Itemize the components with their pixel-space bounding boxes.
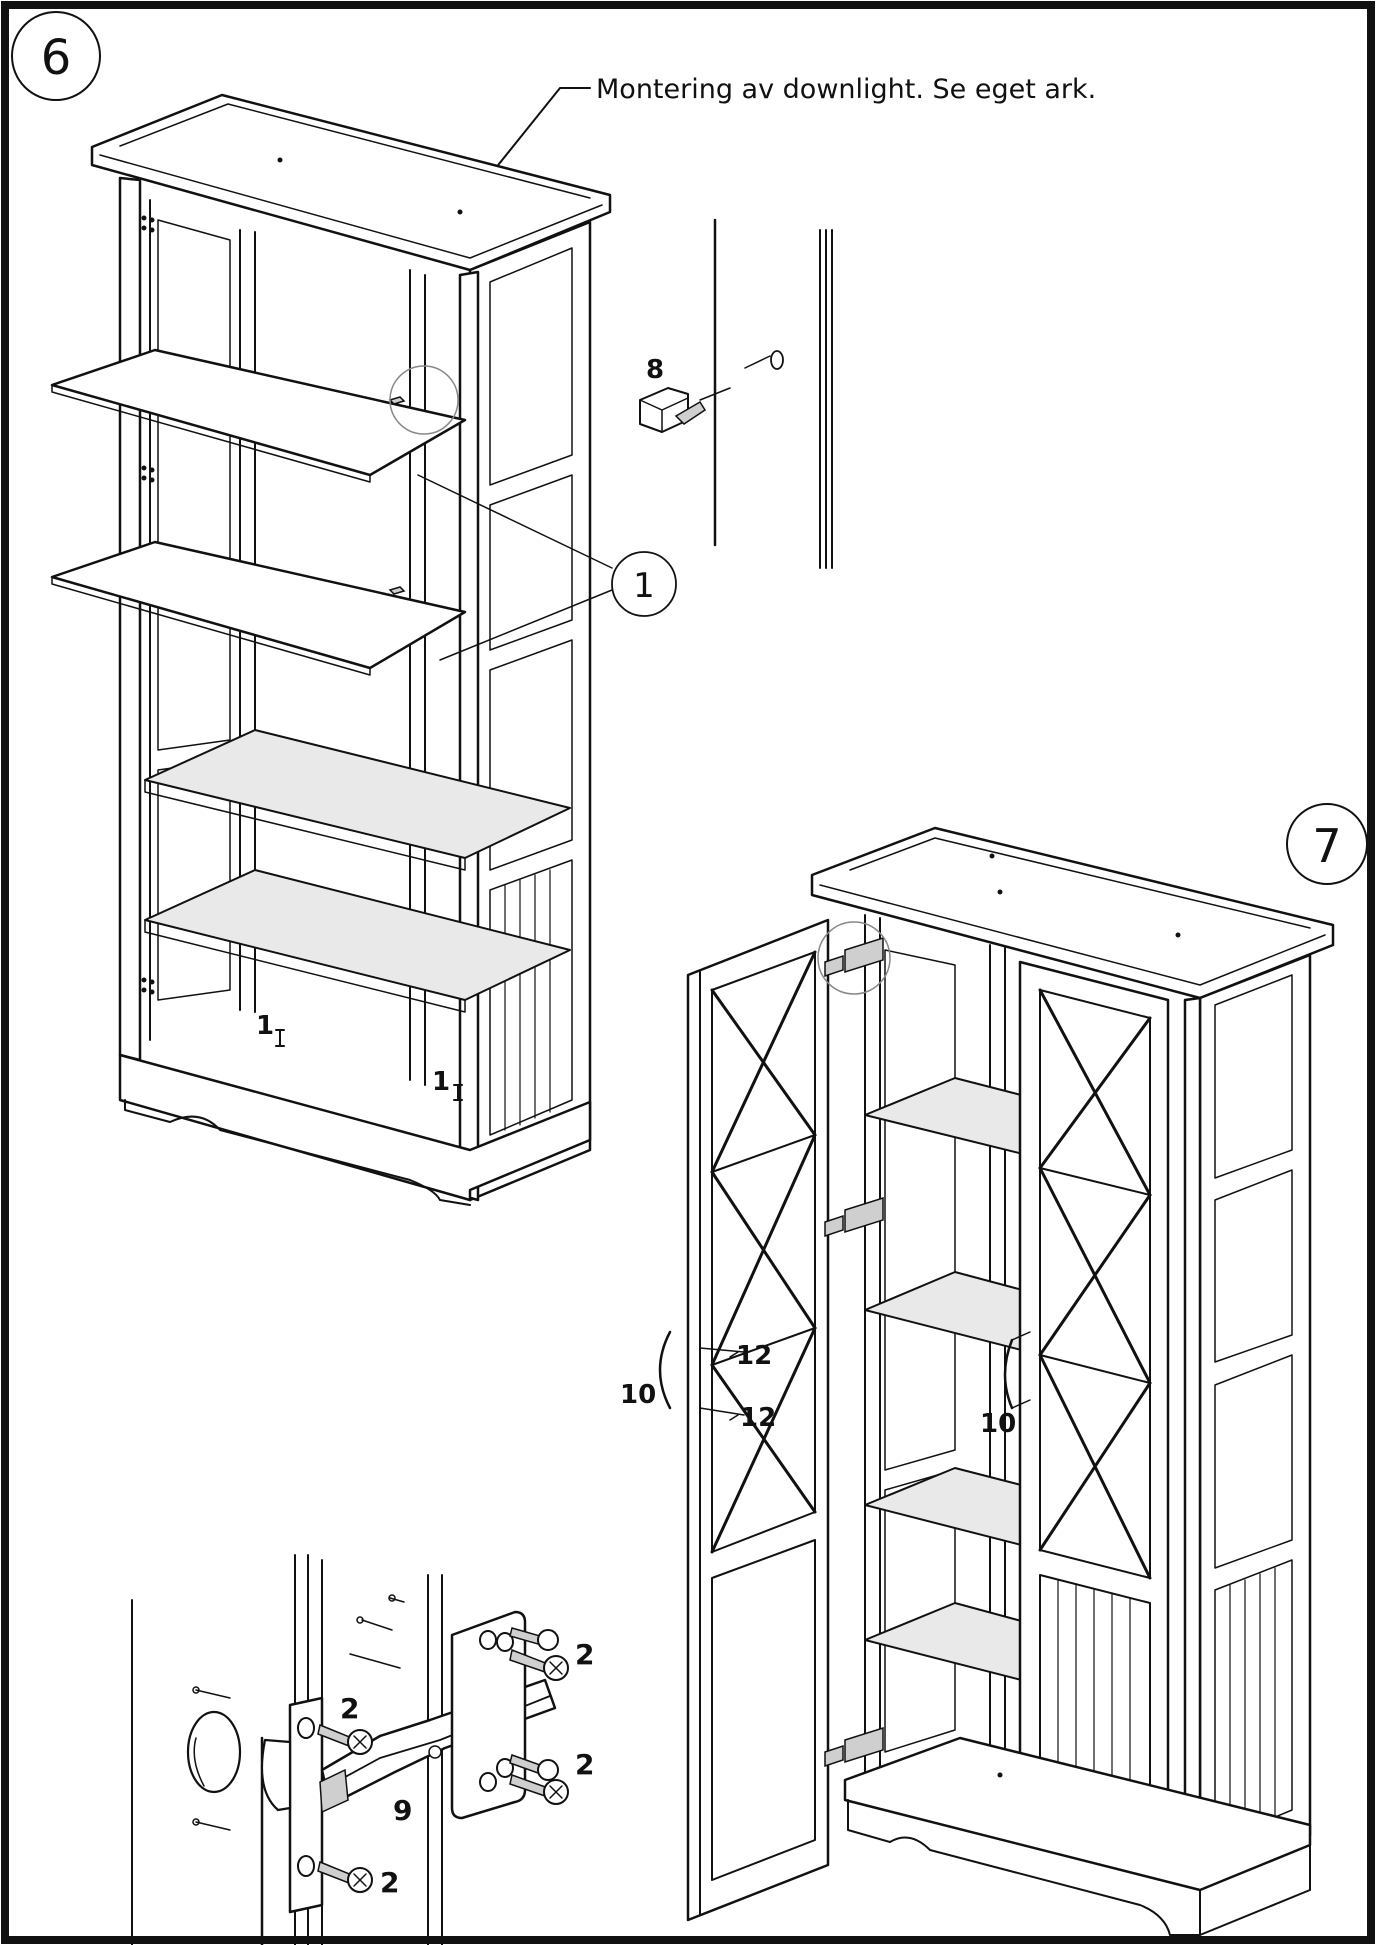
- shelf-pin-detail-circle: [389, 365, 459, 435]
- open-cabinet: 1 1 1: [50, 93, 677, 1206]
- cabinet7-crown: [810, 826, 1335, 1000]
- shelf-callout-number: 1: [633, 566, 655, 606]
- hinge-part-label: 9: [393, 1794, 412, 1827]
- step-7-number: 7: [1312, 819, 1341, 873]
- hinge-screws: [317, 1627, 569, 1893]
- cabinet6-bottom-plinth: [118, 1053, 592, 1202]
- step-6-marker: 6: [11, 11, 101, 101]
- cabinet6-fixed-shelf-2: [144, 869, 571, 1001]
- downlight-callout: Montering av downlight. Se eget ark.: [461, 74, 1096, 212]
- shelf-callout-leader-1: [417, 474, 613, 569]
- screw-label-right: 2: [575, 1748, 594, 1781]
- shelf-support-clip: [639, 387, 689, 433]
- handle-screw-label-top: 12: [736, 1341, 772, 1371]
- downlight-note: Montering av downlight. Se eget ark.: [596, 74, 1096, 105]
- right-door-handle: [1003, 1338, 1014, 1410]
- screw-label-bottom: 2: [380, 1866, 399, 1899]
- cabinet6-fixed-shelf-1: [144, 729, 571, 859]
- cabinet6-crown: [90, 93, 612, 272]
- hinge-cup-plate: [288, 1696, 324, 1914]
- left-handle-label: 10: [620, 1380, 656, 1410]
- bottom-pin-label-b: 1: [432, 1067, 450, 1097]
- glass-door-cabinet: 10 10 12 12: [620, 826, 1335, 1936]
- door-hinges: [824, 936, 884, 1768]
- step-7-marker: 7: [1286, 803, 1368, 885]
- cabinet6-left-side: [118, 176, 142, 1062]
- step-6-circle: [11, 11, 101, 101]
- hinge-detail: 2 2 2 2 9: [131, 1554, 594, 1945]
- glass-shelf-upper: [50, 348, 467, 477]
- left-door-lower-panel: [711, 1539, 816, 1881]
- left-door-handle: [658, 1330, 672, 1410]
- right-handle-label: 10: [980, 1409, 1016, 1439]
- shelf-support-detail: 8: [639, 218, 833, 569]
- screw-label-top: 2: [575, 1638, 594, 1671]
- screw-label-hinge: 2: [340, 1692, 359, 1725]
- bottom-pin-label-a: 1: [256, 1011, 274, 1041]
- step-7-circle: [1286, 803, 1368, 885]
- hinge-detail-circle: [817, 921, 891, 995]
- cabinet7-right-side: [1198, 953, 1312, 1882]
- hinge-mounting-plate: [450, 1610, 527, 1820]
- glass-shelf-lower: [50, 540, 467, 670]
- shelf-callout-circle: [611, 551, 677, 617]
- shelf-callout-leader-2: [439, 589, 613, 661]
- hinge-cup-hole: [186, 1710, 242, 1794]
- step-6-number: 6: [41, 30, 72, 86]
- shelf-support-label: 8: [646, 355, 664, 385]
- cabinet7-left-door: [686, 918, 830, 1922]
- handle-screw-label-bottom: 12: [740, 1403, 776, 1433]
